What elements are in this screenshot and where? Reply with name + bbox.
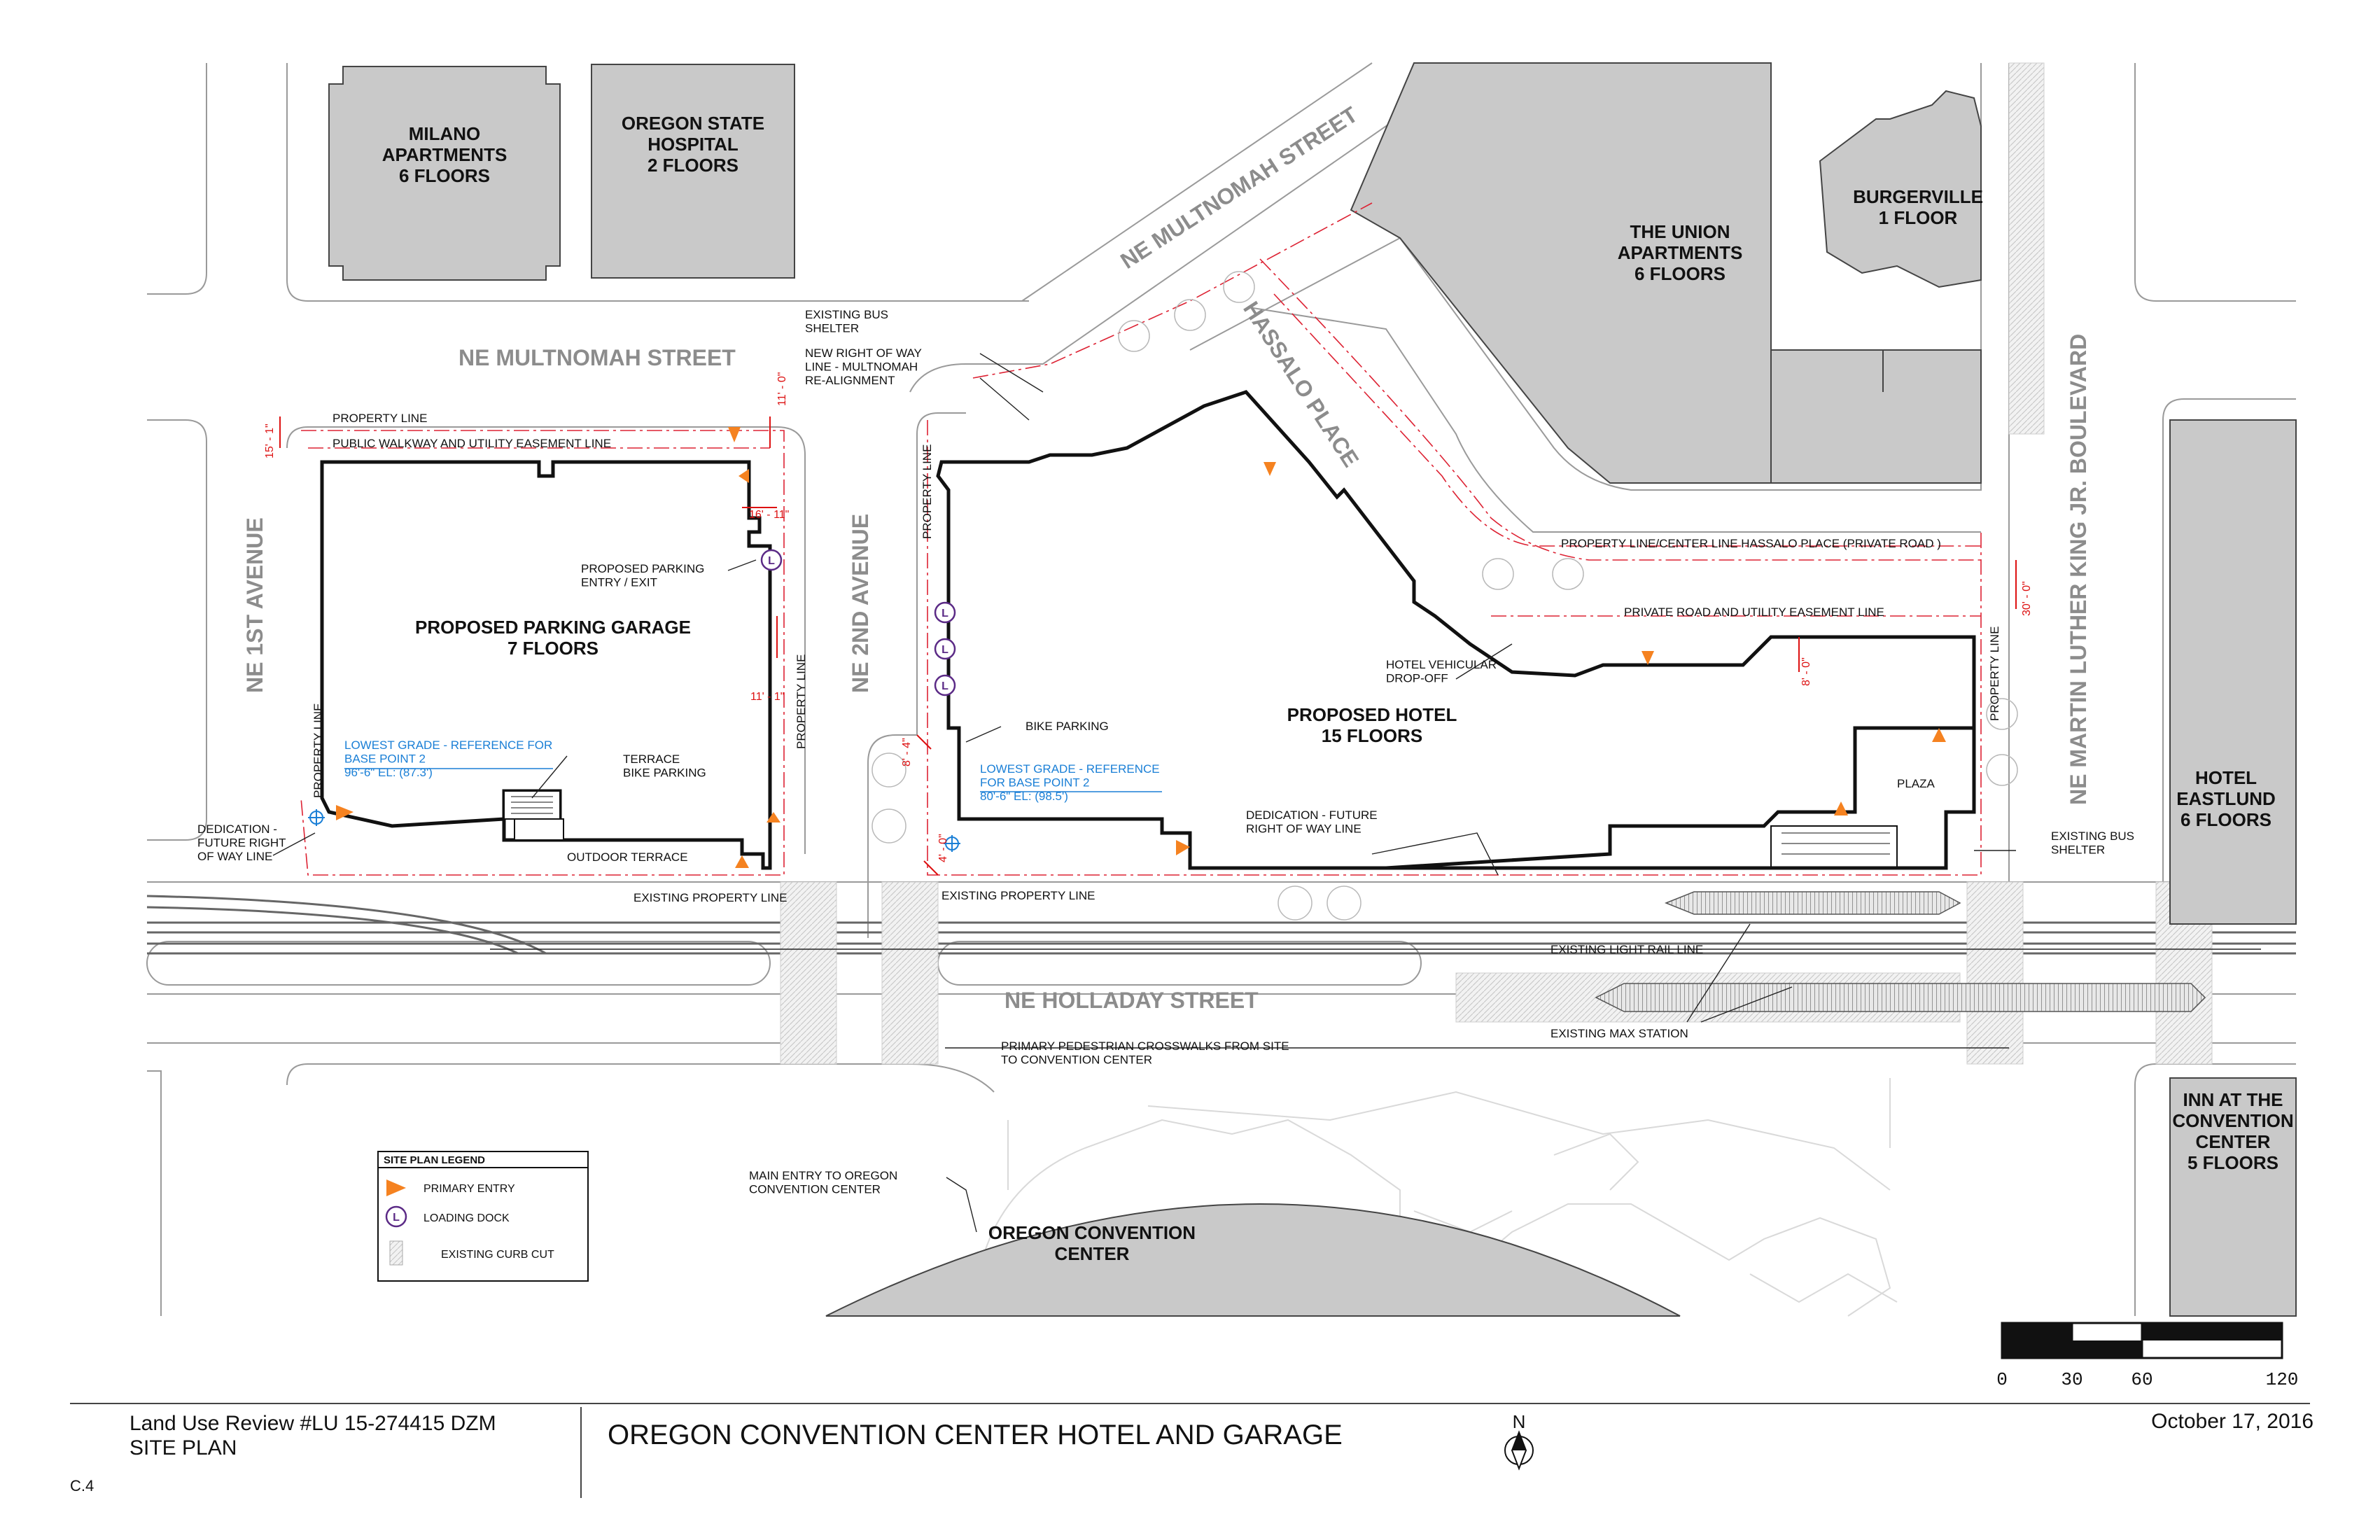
ne-1st-label: NE 1ST AVENUE (242, 517, 267, 693)
scale-tick-0: 0 (1996, 1369, 2008, 1390)
legend-title: SITE PLAN LEGEND (384, 1154, 485, 1166)
svg-text:L: L (941, 608, 948, 620)
private-road-note: PRIVATE ROAD AND UTILITY EASEMENT LINE (1624, 606, 1884, 619)
burgerville-building (1819, 90, 1982, 288)
sheet-name: SITE PLAN (130, 1436, 237, 1460)
legend-entry-triangle (386, 1180, 406, 1196)
property-line-vert-2: PROPERTY LINE (312, 704, 325, 798)
max-station-note: EXISTING MAX STATION (1550, 1027, 1688, 1040)
inn-convention-center-building (2169, 1077, 2297, 1317)
street-trees (872, 271, 2018, 920)
dim-5: 8' - 4" (901, 738, 913, 766)
property-line-vert-3: PROPERTY LINE (794, 654, 808, 749)
property-line-vert-4: PROPERTY LINE (1988, 626, 2001, 721)
dim-1: 15' - 1" (264, 424, 276, 458)
public-walkway-note: PUBLIC WALKWAY AND UTILITY EASEMENT LINE (332, 437, 611, 450)
hassalo-property-note: PROPERTY LINE/CENTER LINE HASSALO PLACE … (1561, 537, 1941, 550)
proposed-structures (320, 390, 1976, 870)
dimension-marks (279, 416, 2017, 876)
existing-property-left-note: EXISTING PROPERTY LINE (634, 891, 788, 904)
primary-entry-markers (336, 427, 1946, 868)
title-block: Land Use Review #LU 15-274415 DZM SITE P… (70, 1403, 2314, 1498)
loading-dock-letters: L L L L (768, 555, 948, 692)
leader-lines (272, 353, 2261, 1233)
base-point-markers (308, 809, 960, 852)
dim-8: 30' - 0" (2021, 581, 2033, 616)
mlk-label: NE MARTIN LUTHER KING JR. BOULEVARD (2066, 334, 2091, 805)
legend-item-curb: EXISTING CURB CUT (441, 1249, 554, 1261)
ne-multnomah-diag-label: NE MULTNOMAH STREET (1116, 102, 1362, 274)
scale-tick-60: 60 (2131, 1369, 2152, 1390)
bike-parking-note: BIKE PARKING (1026, 720, 1109, 733)
dim-6: 4' - 0" (937, 834, 949, 862)
site-plan-legend: SITE PLAN LEGEND PRIMARY ENTRY L LOADING… (377, 1151, 589, 1282)
crosswalks (780, 62, 2213, 1065)
dim-2: 11' - 0" (776, 372, 788, 406)
max-station (1595, 891, 2206, 1012)
milano-apartments-building (328, 66, 561, 281)
holladay-label: NE HOLLADAY STREET (1004, 988, 1259, 1013)
dim-7: 8' - 0" (1800, 657, 1812, 686)
ne-2nd-label: NE 2ND AVENUE (848, 514, 873, 693)
dim-4: 11' - 1" (750, 691, 784, 703)
ne-multnomah-label: NE MULTNOMAH STREET (458, 345, 736, 370)
legend-item-loading: LOADING DOCK (424, 1212, 510, 1224)
scale-tick-30: 30 (2061, 1369, 2082, 1390)
legend-item-entry: PRIMARY ENTRY (424, 1183, 515, 1195)
property-line-top-note: PROPERTY LINE (332, 412, 427, 425)
review-number: Land Use Review #LU 15-274415 DZM (130, 1412, 496, 1435)
north-label: N (1513, 1411, 1526, 1432)
outdoor-terrace-note: OUTDOOR TERRACE (567, 850, 688, 864)
project-title: OREGON CONVENTION CENTER HOTEL AND GARAG… (608, 1420, 1343, 1450)
oregon-convention-center-building (825, 1203, 1681, 1317)
proposed-hotel-footprint (936, 390, 1976, 870)
svg-text:L: L (941, 644, 948, 656)
plaza-note: PLAZA (1897, 777, 1935, 790)
property-lines (300, 202, 1982, 876)
light-rail-note: EXISTING LIGHT RAIL LINE (1550, 943, 1703, 956)
property-line-vert-1: PROPERTY LINE (920, 444, 934, 539)
parking-garage-footprint (320, 460, 772, 870)
hotel-eastlund-building (2169, 419, 2297, 925)
legend-loading-symbol: L (393, 1212, 400, 1224)
light-rail-tracks (146, 895, 2296, 955)
union-apartments-building (1350, 62, 1982, 484)
sheet-date: October 17, 2016 (2151, 1410, 2314, 1433)
sheet-number: C.4 (70, 1477, 94, 1494)
svg-text:L: L (941, 680, 948, 692)
existing-buildings (328, 62, 2297, 1317)
north-arrow-icon: N (1504, 1411, 1534, 1471)
svg-text:L: L (768, 555, 775, 567)
loading-dock-markers (760, 549, 956, 696)
scale-tick-120: 120 (2266, 1369, 2299, 1390)
dim-3: 16' - 11" (749, 509, 789, 521)
scale-bar: 0 30 60 120 (1996, 1322, 2299, 1390)
existing-property-right-note: EXISTING PROPERTY LINE (941, 889, 1096, 902)
oregon-state-hospital-building (591, 64, 795, 279)
